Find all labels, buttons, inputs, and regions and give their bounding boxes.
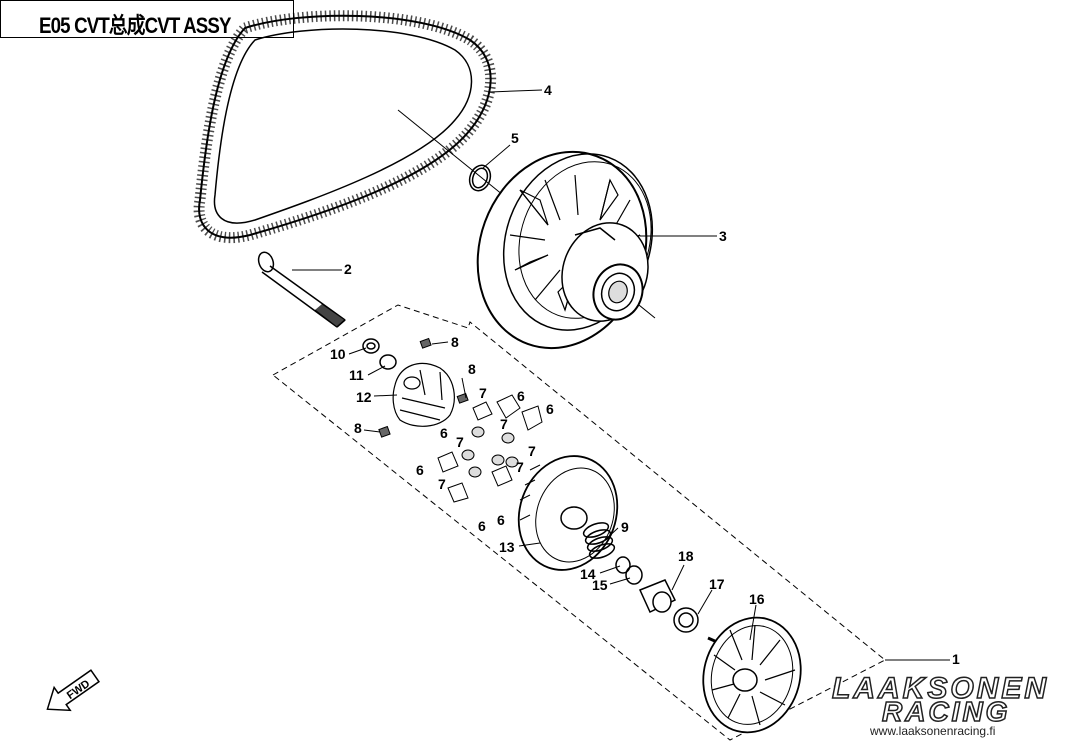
callout-7: 7 (500, 416, 508, 432)
callout-2: 2 (344, 261, 352, 277)
bolt-part-2 (257, 251, 346, 328)
callout-10: 10 (330, 346, 346, 362)
callout-6: 6 (497, 512, 505, 528)
callout-7: 7 (456, 434, 464, 450)
callout-18: 18 (678, 548, 694, 564)
fwd-arrow-icon: FWD (46, 669, 100, 712)
callout-9: 9 (621, 519, 629, 535)
drive-belt (193, 10, 497, 244)
diagram-title: E05 CVT总成CVT ASSY (39, 13, 232, 38)
callout-13: 13 (499, 539, 515, 555)
spring-part-8-mid (456, 392, 469, 404)
callout-5: 5 (511, 130, 519, 146)
callout-15: 15 (592, 577, 608, 593)
callout-4: 4 (544, 82, 552, 98)
callout-3: 3 (719, 228, 727, 244)
fixed-sheave-part-16 (702, 616, 802, 734)
callout-6: 6 (478, 518, 486, 534)
spring-part-8-left (378, 425, 391, 438)
callout-17: 17 (709, 576, 725, 592)
callout-1: 1 (952, 651, 960, 667)
ring-part-11 (379, 354, 397, 370)
bushing-part-18 (638, 579, 677, 614)
collar-part-17 (673, 607, 699, 633)
watermark-logo: LAAKSONEN RACING www.laaksonenracing.fi (802, 671, 1062, 742)
washer-part-10 (362, 338, 380, 354)
callout-6: 6 (440, 425, 448, 441)
o-ring-part-5 (468, 164, 492, 192)
ring-part-15 (625, 565, 643, 585)
driven-clutch-part-3 (476, 150, 654, 350)
callout-11: 11 (349, 367, 364, 383)
callout-6: 6 (546, 401, 554, 417)
ramp-plate-part-12 (392, 362, 455, 427)
callout-12: 12 (356, 389, 372, 405)
callout-7: 7 (479, 385, 487, 401)
callout-7: 7 (438, 476, 446, 492)
callout-8: 8 (451, 334, 459, 350)
title-box: E05 CVT总成CVT ASSY (0, 0, 294, 38)
spring-part-9 (582, 522, 616, 559)
logo-line1: LAAKSONEN (831, 671, 1050, 706)
spring-part-8-top (419, 337, 432, 349)
callout-labels: 1 2 3 4 5 6 6 6 6 6 6 7 7 7 7 7 7 8 8 8 … (330, 82, 960, 667)
logo-line2: RACING (881, 695, 1011, 728)
callout-7: 7 (528, 443, 536, 459)
callout-6: 6 (517, 388, 525, 404)
roller-parts-7 (461, 426, 519, 478)
callout-7: 7 (516, 459, 524, 475)
slider-parts-6 (437, 394, 543, 503)
drive-clutch-assembly-outline-part-1 (272, 304, 886, 741)
callout-8: 8 (468, 361, 476, 377)
leader-lines (292, 89, 950, 661)
logo-url: www.laaksonenracing.fi (870, 724, 996, 738)
callout-14: 14 (580, 566, 596, 582)
callout-8: 8 (354, 420, 362, 436)
ring-part-14 (615, 556, 631, 574)
callout-6: 6 (416, 462, 424, 478)
callout-16: 16 (749, 591, 765, 607)
